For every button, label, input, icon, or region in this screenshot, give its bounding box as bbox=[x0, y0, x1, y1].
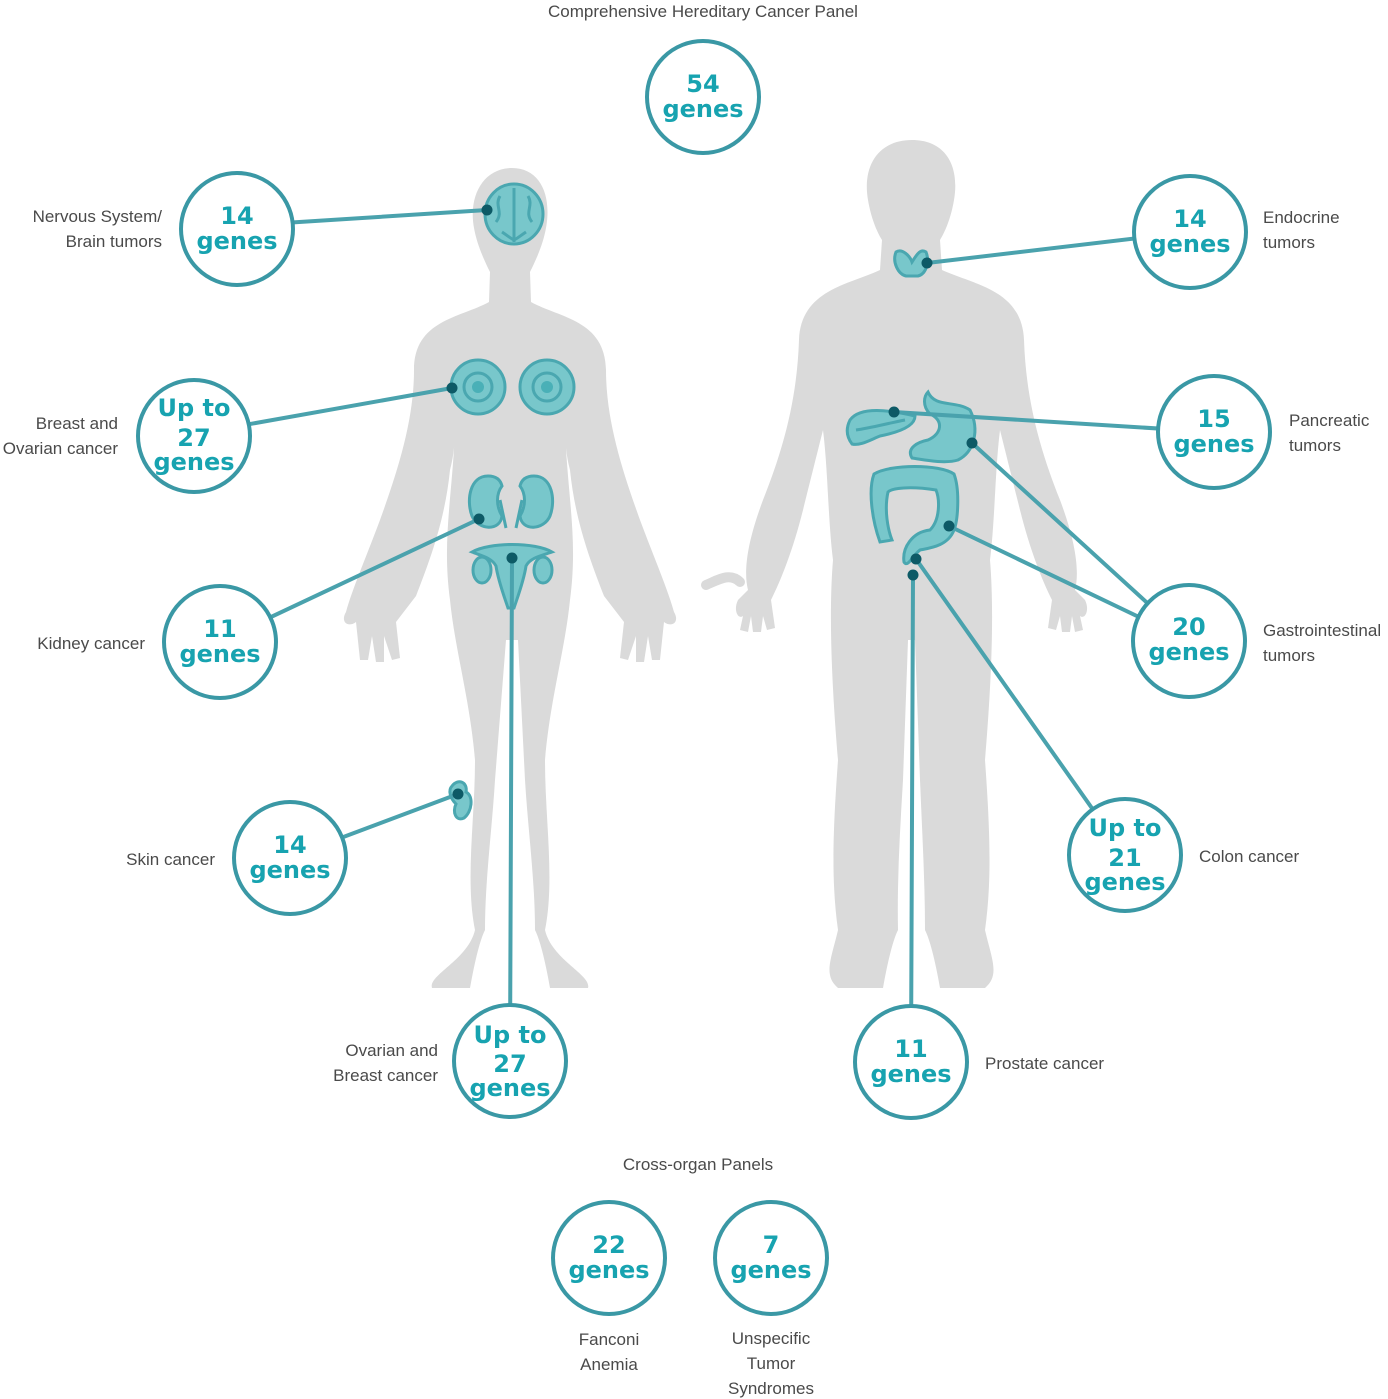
panel-unit: genes bbox=[153, 448, 234, 476]
panel-label: Gastrointestinal bbox=[1263, 621, 1381, 640]
panel-count: 20 bbox=[1172, 613, 1205, 641]
main-panel-count: 54 bbox=[686, 70, 719, 98]
panel-ovarian-breast[interactable]: Up to 27 genes bbox=[452, 1003, 568, 1119]
panel-unit: genes bbox=[1149, 230, 1230, 258]
kidneys-icon bbox=[467, 474, 555, 529]
colon-icon bbox=[869, 465, 960, 565]
panel-unit: genes bbox=[469, 1074, 550, 1102]
panel-unspecific[interactable]: 7 genes bbox=[713, 1200, 829, 1316]
panel-breast-ovarian[interactable]: Up to 27 genes bbox=[136, 378, 252, 494]
panel-label: Ovarian and bbox=[345, 1041, 438, 1060]
panel-label: Endocrine bbox=[1263, 208, 1340, 227]
panel-prostate[interactable]: 11 genes bbox=[853, 1004, 969, 1120]
panel-count-prefix: Up to bbox=[158, 394, 231, 422]
panel-label: tumors bbox=[1263, 233, 1315, 252]
panel-unit: genes bbox=[870, 1060, 951, 1088]
pancreas-icon bbox=[845, 409, 917, 446]
panel-label: Brain tumors bbox=[66, 232, 162, 251]
main-panel-unit: genes bbox=[662, 95, 743, 123]
panel-unit: genes bbox=[1084, 868, 1165, 896]
panel-count: 7 bbox=[763, 1231, 780, 1259]
breasts-icon bbox=[449, 358, 576, 416]
panel-label: Colon cancer bbox=[1199, 847, 1300, 866]
panel-count: 27 bbox=[493, 1050, 526, 1078]
panel-label: Breast and bbox=[36, 414, 118, 433]
panel-unit: genes bbox=[568, 1256, 649, 1284]
panel-count: 11 bbox=[894, 1035, 927, 1063]
panel-title: Comprehensive Hereditary Cancer Panel bbox=[548, 2, 858, 21]
panel-unit: genes bbox=[1173, 430, 1254, 458]
panel-count: 27 bbox=[177, 424, 210, 452]
connector-ovarian-breast bbox=[508, 556, 514, 1062]
panel-pancreatic[interactable]: 15 genes bbox=[1156, 374, 1272, 490]
panel-nervous[interactable]: 14 genes bbox=[179, 171, 295, 287]
panel-label: Unspecific bbox=[732, 1329, 811, 1348]
panel-unit: genes bbox=[730, 1256, 811, 1284]
panel-label: Pancreatic bbox=[1289, 411, 1370, 430]
panel-label: Kidney cancer bbox=[37, 634, 145, 653]
cross-organ-title: Cross-organ Panels bbox=[623, 1155, 773, 1174]
panel-endocrine[interactable]: 14 genes bbox=[1132, 174, 1248, 290]
panel-label: Fanconi bbox=[579, 1330, 639, 1349]
panel-unit: genes bbox=[249, 856, 330, 884]
panel-count: 21 bbox=[1108, 844, 1141, 872]
panel-label: Anemia bbox=[580, 1355, 638, 1374]
panel-label: Prostate cancer bbox=[985, 1054, 1104, 1073]
panel-count-prefix: Up to bbox=[1089, 814, 1162, 842]
skin-lesion-icon bbox=[448, 780, 473, 821]
panel-gastrointestinal[interactable]: 20 genes bbox=[1131, 583, 1247, 699]
panel-count: 14 bbox=[273, 831, 306, 859]
panel-fanconi[interactable]: 22 genes bbox=[551, 1200, 667, 1316]
panel-label: Syndromes bbox=[728, 1379, 814, 1398]
panel-count: 22 bbox=[592, 1231, 625, 1259]
panel-label: Nervous System/ bbox=[33, 207, 163, 226]
panel-count: 14 bbox=[220, 202, 253, 230]
panel-unit: genes bbox=[1148, 638, 1229, 666]
connector-prostate bbox=[909, 573, 915, 1064]
panel-label: Tumor bbox=[747, 1354, 796, 1373]
panel-unit: genes bbox=[196, 227, 277, 255]
brain-icon bbox=[483, 182, 545, 246]
panel-label: Breast cancer bbox=[333, 1066, 438, 1085]
panel-label: tumors bbox=[1289, 436, 1341, 455]
connector-colon bbox=[914, 557, 1127, 857]
panel-count: 11 bbox=[203, 615, 236, 643]
panel-skin[interactable]: 14 genes bbox=[232, 800, 348, 916]
panel-label: tumors bbox=[1263, 646, 1315, 665]
panel-label: Skin cancer bbox=[126, 850, 215, 869]
male-silhouette bbox=[701, 140, 1088, 988]
panel-unit: genes bbox=[179, 640, 260, 668]
panel-count-prefix: Up to bbox=[474, 1021, 547, 1049]
panel-count: 14 bbox=[1173, 205, 1206, 233]
panel-count: 15 bbox=[1197, 405, 1230, 433]
connector-dots bbox=[446, 204, 978, 800]
main-panel-circle[interactable]: 54 genes bbox=[645, 39, 761, 155]
connector-lines bbox=[192, 208, 1216, 1064]
thyroid-icon bbox=[893, 249, 930, 278]
panel-colon[interactable]: Up to 21 genes bbox=[1067, 797, 1183, 913]
panel-label: Ovarian cancer bbox=[3, 439, 119, 458]
panel-kidney[interactable]: 11 genes bbox=[162, 584, 278, 700]
